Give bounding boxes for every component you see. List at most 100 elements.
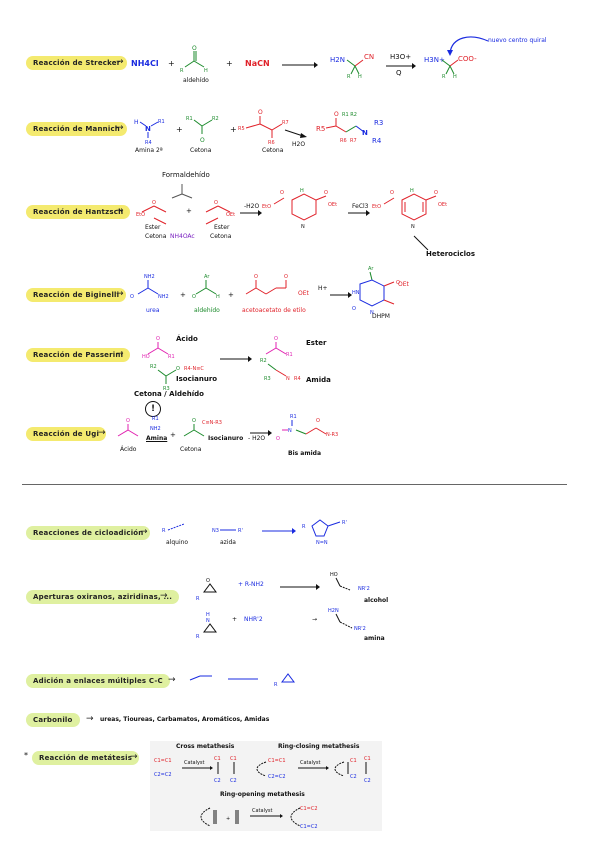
svg-text:HO: HO (330, 572, 338, 578)
plus-sign: + (226, 59, 233, 68)
svg-text:C2=C2: C2=C2 (268, 774, 286, 780)
svg-text:NH2: NH2 (158, 294, 169, 300)
svg-text:N3: N3 (212, 528, 219, 534)
svg-text:H2N: H2N (328, 608, 339, 614)
warning-icon: ! (145, 401, 161, 417)
formaldehyde-label: Formaldehído (162, 171, 210, 179)
svg-text:R1: R1 (290, 414, 297, 420)
svg-text:R3: R3 (163, 386, 170, 392)
svg-text:C2: C2 (350, 774, 357, 780)
svg-text:O: O (130, 294, 134, 300)
arrow-icon: → (168, 675, 176, 685)
svg-text:O: O (126, 418, 130, 424)
nitrile-group: CN (364, 53, 375, 61)
arrow-icon: → (116, 349, 124, 359)
svg-text:R4-N≡C: R4-N≡C (184, 366, 204, 372)
svg-text:C2: C2 (214, 778, 221, 784)
svg-text:C1: C1 (230, 756, 237, 762)
svg-text:C2: C2 (230, 778, 237, 784)
svg-text:R1 R2: R1 R2 (342, 112, 357, 118)
svg-text:O: O (156, 336, 160, 342)
svg-text:O: O (176, 366, 180, 372)
mannich-label: Reacción de Mannich (26, 122, 127, 136)
r3-group: R3 (374, 119, 384, 127)
aziridine-structure: H N R (196, 612, 217, 640)
svg-text:R1: R1 (186, 116, 193, 122)
passerini-product-structure: O R1 R2 N R4 R3 (260, 336, 301, 382)
amine-structure: R1 NH2 (150, 416, 161, 432)
triazole-structure: R N=N R' (302, 519, 347, 546)
svg-text:O: O (192, 45, 197, 52)
heterocycle-label: Heterociclos (426, 250, 476, 258)
metathesis-top-scheme: C1=C1 C2=C2 Catalyst C1 C2 C1 C2 C1=C1 C… (154, 756, 371, 784)
svg-text:N: N (286, 376, 290, 382)
hydrolysis-reagent: H3O+ (390, 53, 412, 61)
svg-text:H: H (204, 68, 208, 74)
plus-sign: + (168, 59, 175, 68)
svg-text:O: O (334, 111, 339, 118)
svg-text:R1: R1 (152, 416, 159, 422)
acetoacetate-caption: acetoacetato de etilo (242, 307, 306, 314)
alcohol-caption: alcohol (364, 597, 389, 604)
svg-text:EtO: EtO (372, 204, 381, 210)
svg-text:O: O (316, 418, 320, 424)
azide-structure: N3 R' (212, 528, 243, 534)
svg-text:N: N (370, 310, 374, 316)
ring-opening-label: Aperturas oxiranos, aziridinas, ... (26, 590, 180, 604)
chiral-center-note: nuevo centro quiral (488, 37, 547, 44)
ketone2-caption: Cetona (262, 147, 284, 154)
svg-text:C1=C2: C1=C2 (300, 806, 318, 812)
cyclopropane-structure: R (274, 673, 295, 688)
water-loss: - H2O (248, 435, 266, 442)
svg-text:O: O (396, 280, 400, 286)
svg-text:H: H (134, 119, 139, 126)
svg-text:O: O (192, 294, 196, 300)
svg-text:O: O (352, 306, 356, 312)
r4-group: R4 (372, 137, 382, 145)
reaction-arrow-icon (240, 210, 262, 216)
svg-text:NH2: NH2 (144, 274, 155, 280)
svg-text:O: O (214, 200, 218, 206)
svg-text:R: R (196, 596, 200, 602)
carbonyl-structure: R2 O R3 (150, 364, 180, 392)
isocyanide-structure: R4-N≡C (184, 366, 204, 372)
aminonitrile-structure: R H (346, 59, 364, 80)
svg-text:R2: R2 (212, 116, 219, 122)
aminonitrile-amine: H2N (330, 56, 345, 64)
dhpm-structure: Ar HN O N O (352, 266, 400, 316)
svg-text:O: O (274, 336, 278, 342)
reaction-arrow-icon (284, 129, 307, 138)
svg-text:C1=C2: C1=C2 (300, 824, 318, 830)
dihydropyridine-structure: EtO O H N O OEt (262, 188, 337, 230)
aldehyde-caption: aldehído (183, 77, 209, 84)
svg-text:N: N (288, 428, 292, 434)
amine-caption: amina (364, 635, 385, 642)
svg-text:O: O (258, 109, 263, 116)
ester-caption: Ester (214, 224, 230, 231)
ammonium-acetate: NH4OAc (170, 233, 195, 240)
svg-text:O: O (284, 274, 288, 280)
svg-text:O: O (276, 436, 280, 442)
svg-text:O: O (200, 137, 205, 144)
svg-text:R6: R6 (268, 140, 275, 146)
ketone-caption: Cetona (210, 233, 232, 240)
reaction-arrow-icon (228, 678, 258, 680)
svg-text:N: N (206, 618, 210, 624)
mannich-product-structure: O R1 R2 N R6 R7 (325, 111, 368, 144)
bis-amide-structure: R1 N O O N-R3 (276, 414, 338, 442)
carboxylic-acid-structure: O HO R1 (142, 336, 175, 360)
svg-text:O: O (206, 578, 210, 584)
ethoxy-group: OEt (298, 290, 309, 297)
plus-sign: + (186, 207, 192, 215)
amino-acid-structure: R H (441, 59, 459, 80)
cycloaddition-label: Reacciones de cicloadición (26, 526, 151, 540)
svg-text:Ar: Ar (368, 266, 374, 272)
ketone-caption: Cetona (145, 233, 167, 240)
svg-text:O: O (324, 190, 328, 196)
bis-amide-caption: Bis amida (288, 450, 321, 457)
nh4cl-text: NH4Cl (131, 59, 159, 68)
diamine-structure: H2N NR'2 (328, 608, 366, 632)
svg-text:H: H (300, 188, 304, 194)
carbonyl-label: Cetona / Aldehído (134, 390, 204, 398)
